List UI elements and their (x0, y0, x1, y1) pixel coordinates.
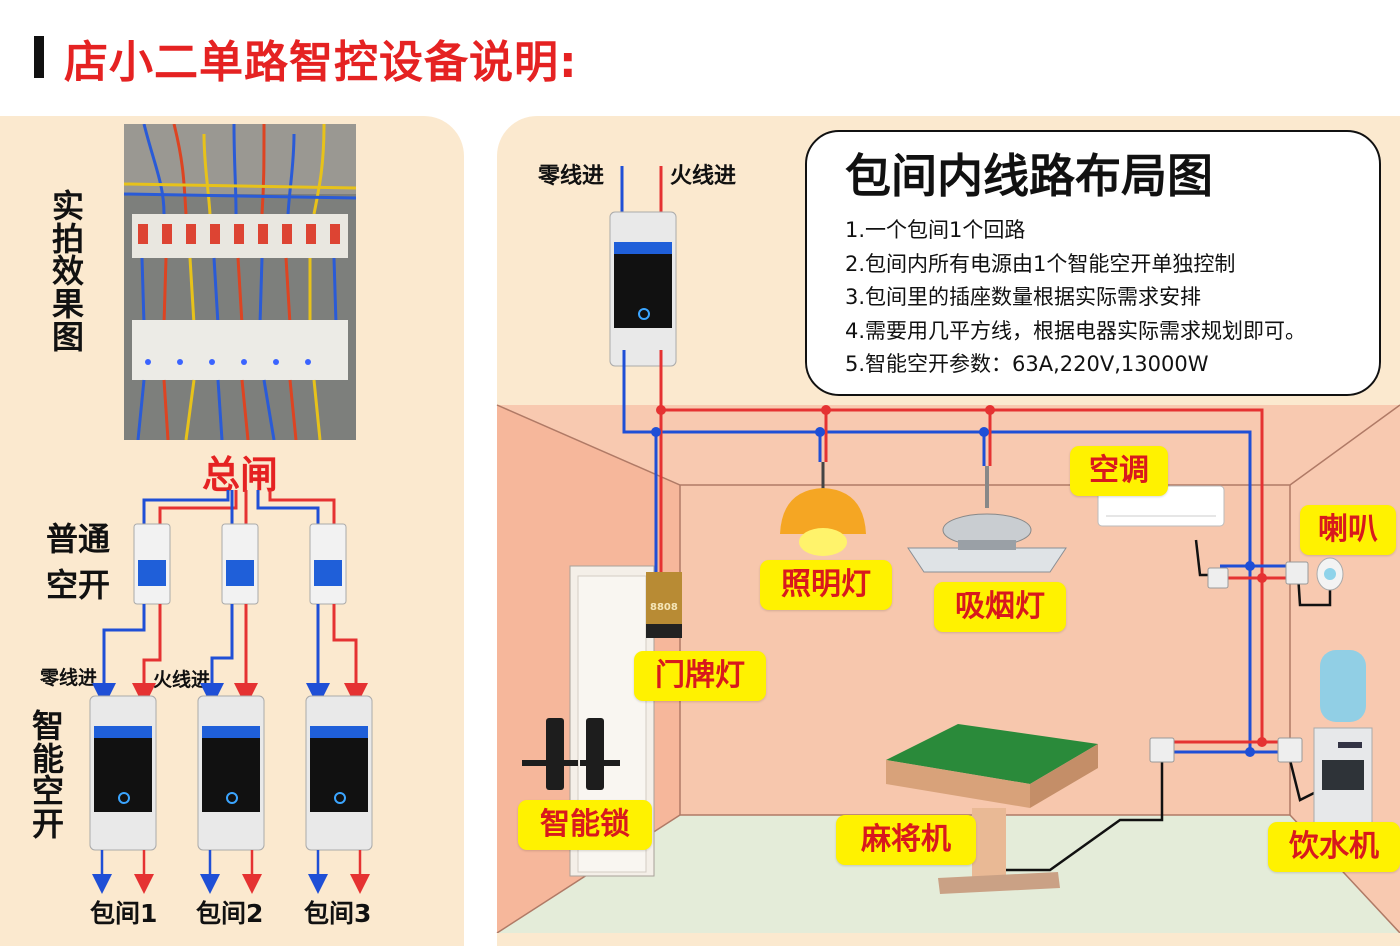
photo-illustration (124, 124, 356, 440)
smart-switch-label: 智能空开 (31, 707, 64, 843)
info-title: 包间内线路布局图 (845, 149, 1213, 203)
info-item-2: 2.包间内所有电源由1个智能空开单独控制 (845, 252, 1236, 276)
page-title: 店小二单路智控设备说明: (64, 37, 578, 88)
breaker-label-line2: 空开 (46, 566, 111, 604)
info-item-1: 1.一个包间1个回路 (845, 218, 1026, 242)
room-label-1: 包间1 (90, 899, 158, 928)
photo-label: 实拍效果图 (51, 187, 84, 356)
layout-info-box: 包间内线路布局图 1.一个包间1个回路 2.包间内所有电源由1个智能空开单独控制… (805, 130, 1381, 396)
tag-smart-lock: 智能锁 (518, 800, 652, 850)
tag-mahjong: 麻将机 (836, 815, 976, 865)
info-item-5: 5.智能空开参数：63A,220V,13000W (845, 352, 1209, 376)
left-wiring-diagram (89, 490, 373, 894)
tag-light: 照明灯 (760, 560, 892, 610)
tag-ac: 空调 (1070, 446, 1168, 496)
distribution-box-photo (124, 124, 356, 440)
left-live-in-label: 火线进 (153, 669, 211, 691)
room-label-2: 包间2 (196, 899, 264, 928)
right-neutral-in-label: 零线进 (538, 164, 605, 189)
tag-smoke-lamp: 吸烟灯 (934, 582, 1066, 632)
info-item-4: 4.需要用几平方线，根据电器实际需求规划即可。 (845, 319, 1307, 343)
tag-water-dispenser: 饮水机 (1268, 822, 1400, 872)
left-neutral-in-label: 零线进 (40, 667, 98, 689)
breaker-label-line1: 普通 (46, 520, 111, 558)
title-accent-bar (34, 36, 44, 78)
door-number: 8808 (650, 602, 678, 613)
right-live-in-label: 火线进 (670, 164, 737, 189)
info-item-3: 3.包间里的插座数量根据实际需求安排 (845, 285, 1202, 309)
tag-speaker: 喇叭 (1300, 505, 1396, 555)
main-switch-label: 总闸 (202, 453, 279, 497)
room-label-3: 包间3 (304, 899, 372, 928)
tag-door-lamp: 门牌灯 (634, 651, 766, 701)
